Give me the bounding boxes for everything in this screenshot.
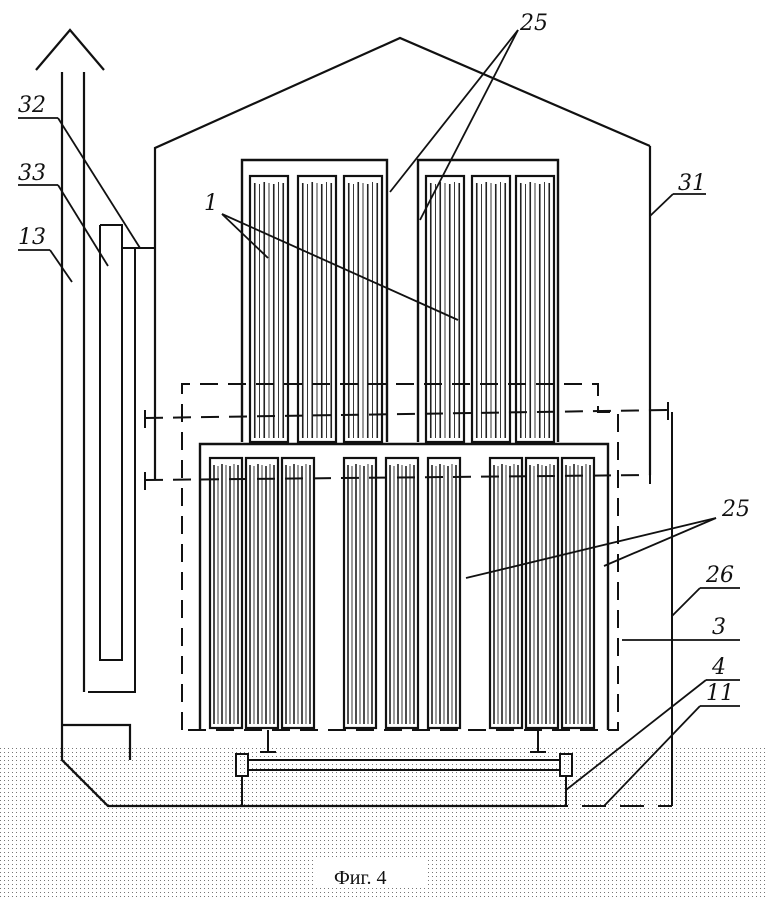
label-31: 31 — [678, 171, 706, 196]
label-33: 33 — [18, 161, 46, 186]
label-32: 32 — [18, 93, 46, 118]
heating-element — [342, 456, 378, 730]
heating-element — [244, 456, 280, 730]
manifold-upper-dashed — [144, 409, 669, 419]
heating-element — [426, 456, 462, 730]
leader-1-b — [221, 213, 459, 321]
stack-cap — [35, 28, 105, 71]
heating-element — [514, 174, 556, 444]
leader-25-a — [389, 29, 519, 193]
lower-block-outline — [198, 442, 610, 730]
caption-background — [315, 858, 425, 888]
leader-32 — [57, 117, 141, 249]
leader-1-a — [221, 213, 269, 259]
heating-element — [342, 174, 384, 444]
heating-element — [424, 174, 466, 444]
heating-element — [248, 174, 290, 444]
leader-13 — [49, 249, 73, 283]
leader-25-c — [465, 517, 717, 579]
heating-element — [208, 456, 244, 730]
label-25-right: 25 — [721, 497, 750, 522]
label-26: 26 — [705, 563, 734, 588]
leader-33 — [57, 184, 109, 267]
manifold-lower-dashed — [144, 474, 651, 481]
label-4: 4 — [711, 655, 726, 680]
leader-25-b — [419, 29, 519, 221]
leader-31 — [649, 193, 674, 217]
upper-block-left — [240, 158, 389, 442]
heating-element — [488, 456, 524, 730]
upper-block-right — [416, 158, 560, 442]
heating-element — [560, 456, 596, 730]
heating-element — [384, 456, 420, 730]
heating-element — [296, 174, 338, 444]
leader-4 — [565, 679, 707, 791]
figure-caption: Фиг. 4 — [334, 867, 386, 889]
leader-26 — [671, 587, 701, 617]
channel-33 — [99, 224, 123, 661]
lower-heating-elements — [208, 456, 596, 730]
heating-element — [470, 174, 512, 444]
casing-31-roof — [153, 36, 651, 480]
heating-element — [524, 456, 560, 730]
leader-25-d — [603, 517, 717, 567]
label-13: 13 — [18, 225, 46, 250]
stack-base-step — [62, 723, 132, 760]
leader-lines — [18, 29, 740, 807]
leader-11 — [603, 705, 701, 807]
upper-heating-elements — [248, 174, 556, 444]
label-25-top: 25 — [519, 11, 548, 36]
channel-32 — [88, 247, 155, 693]
label-11: 11 — [706, 681, 734, 706]
heating-element — [280, 456, 316, 730]
label-3: 3 — [712, 615, 726, 640]
label-1: 1 — [204, 191, 218, 216]
